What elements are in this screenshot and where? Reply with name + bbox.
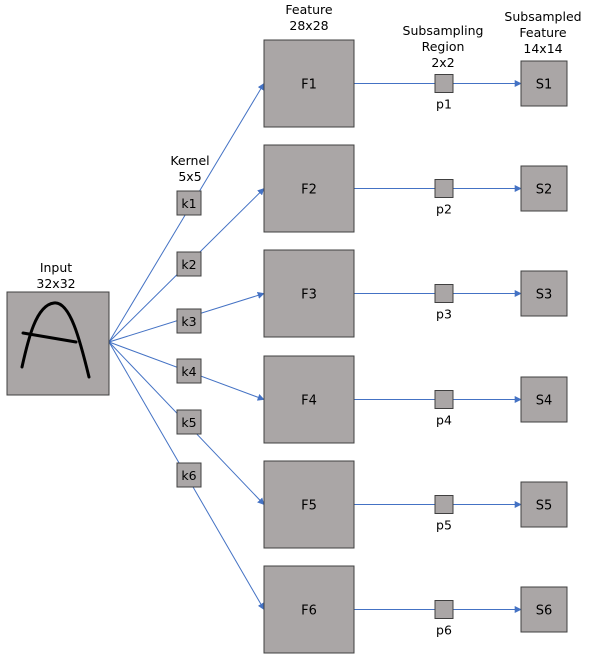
subsampled-box [520, 481, 568, 528]
pool-box [434, 284, 454, 303]
pool-label: p1 [436, 97, 452, 112]
feature-label: F6 [301, 604, 317, 619]
kernel-box [176, 251, 202, 277]
feature-map-5: F5 [263, 460, 355, 549]
kernel-size: 5x5 [178, 169, 201, 184]
pool-box [434, 179, 454, 198]
kernel-header: Kernel 5x5 [170, 153, 209, 184]
feature-box [263, 249, 355, 338]
subsampled-label: S1 [536, 78, 553, 93]
pool-region-5: p5 [434, 495, 454, 533]
pool-label: p5 [436, 518, 452, 533]
subsampling-line1: Subsampling [403, 23, 484, 38]
subsampled-box [520, 270, 568, 317]
input-title: Input [40, 260, 72, 275]
subsampled-feature-3: S3 [520, 270, 568, 317]
kernel-box [176, 190, 202, 216]
subsampled-label: S6 [536, 604, 553, 619]
subsampled-feature-6: S6 [520, 586, 568, 633]
subsampled-box [520, 60, 568, 107]
kernel-box [176, 409, 202, 435]
feature-box [263, 355, 355, 444]
feature-box [263, 144, 355, 233]
subsampled-label: S5 [536, 499, 553, 514]
feature-header: Feature 28x28 [285, 2, 333, 33]
feature-map-4: F4 [263, 355, 355, 444]
pool-label: p3 [436, 307, 452, 322]
kernel-label: k6 [181, 468, 196, 483]
feature-label: F1 [301, 78, 317, 93]
subsampled-feature-2: S2 [520, 165, 568, 212]
subsampled-header: Subsampled Feature 14x14 [504, 9, 581, 56]
pool-box [434, 74, 454, 93]
feature-title: Feature [285, 2, 333, 17]
input-header: Input 32x32 [36, 260, 75, 291]
subsampled-line2: Feature [519, 25, 567, 40]
kernel-column: k1 k2 k3 k4 k5 k6 [176, 190, 202, 488]
subsampling-line2: Region [422, 39, 465, 54]
subsampled-feature-5: S5 [520, 481, 568, 528]
subsampled-feature-4: S4 [520, 376, 568, 423]
kernel-5: k5 [176, 409, 202, 435]
pool-box [434, 495, 454, 514]
kernel-label: k3 [181, 314, 196, 329]
pool-region-6: p6 [434, 600, 454, 638]
subsampled-box [520, 586, 568, 633]
letter-a-crossbar-icon [21, 331, 78, 344]
input-box [6, 291, 110, 396]
pool-box [434, 600, 454, 619]
kernel-3: k3 [176, 308, 202, 334]
subsampled-size: 14x14 [523, 41, 562, 56]
subsampled-feature-1: S1 [520, 60, 568, 107]
feature-label: F4 [301, 394, 317, 409]
letter-a-arch-icon [20, 301, 91, 379]
kernel-6: k6 [176, 462, 202, 488]
kernel-label: k5 [181, 415, 196, 430]
kernel-box [176, 308, 202, 334]
subsampled-box [520, 376, 568, 423]
feature-map-1: F1 [263, 39, 355, 128]
pool-label: p4 [436, 413, 452, 428]
kernel-label: k1 [181, 196, 196, 211]
kernel-1: k1 [176, 190, 202, 216]
subsampled-label: S4 [536, 394, 553, 409]
pool-region-3: p3 [434, 284, 454, 322]
feature-box [263, 460, 355, 549]
feature-map-2: F2 [263, 144, 355, 233]
input-size: 32x32 [36, 276, 75, 291]
subsampled-label: S2 [536, 183, 553, 198]
subsampling-header: Subsampling Region 2x2 [403, 23, 484, 70]
kernel-box [176, 462, 202, 488]
pool-region-2: p2 [434, 179, 454, 217]
feature-size: 28x28 [289, 18, 328, 33]
kernel-4: k4 [176, 358, 202, 384]
pool-region-4: p4 [434, 390, 454, 428]
pool-column: p1 p2 p3 p4 p5 p6 [434, 74, 454, 638]
feature-box [263, 39, 355, 128]
kernel-label: k4 [181, 364, 196, 379]
kernel-title: Kernel [170, 153, 209, 168]
kernel-2: k2 [176, 251, 202, 277]
subsampled-label: S3 [536, 288, 553, 303]
pool-label: p6 [436, 623, 452, 638]
pool-box [434, 390, 454, 409]
input-image [6, 291, 110, 396]
subsampled-box [520, 165, 568, 212]
feature-box [263, 565, 355, 654]
kernel-label: k2 [181, 257, 196, 272]
pool-region-1: p1 [434, 74, 454, 112]
feature-map-6: F6 [263, 565, 355, 654]
pool-label: p2 [436, 202, 452, 217]
subsampling-size: 2x2 [431, 55, 454, 70]
subsampled-line1: Subsampled [504, 9, 581, 24]
feature-label: F2 [301, 183, 317, 198]
kernel-box [176, 358, 202, 384]
feature-label: F5 [301, 499, 317, 514]
feature-map-3: F3 [263, 249, 355, 338]
feature-label: F3 [301, 288, 317, 303]
